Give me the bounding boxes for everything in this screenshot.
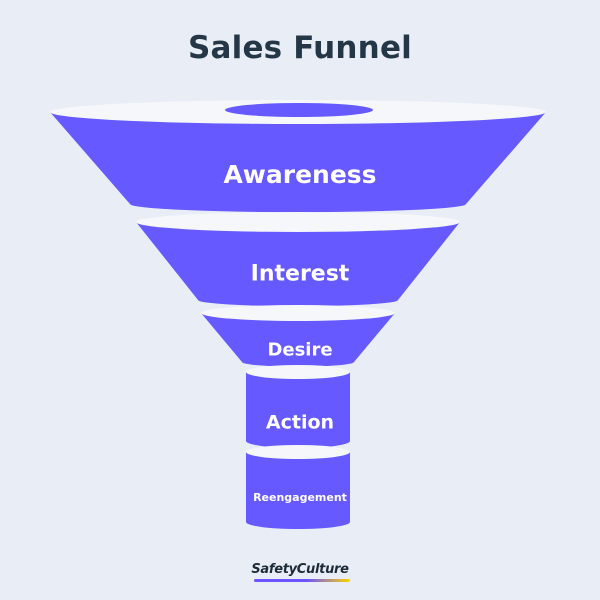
page-title: Sales Funnel [187,30,413,66]
funnel-labels: AwarenessInterestDesireActionReengagemen… [223,160,376,504]
funnel-stage-body [136,222,460,307]
funnel-stage-body [246,372,350,448]
funnel-stage-label: Action [266,412,334,434]
funnel-stage-body [201,313,395,367]
funnel-stage-rim [246,365,350,379]
safetyculture-logo: SafetyCulture [251,562,349,577]
funnel-stage-awareness [50,100,546,213]
funnel-stage-reengagement [246,445,350,529]
funnel-opening [225,103,373,117]
funnel-stage-label: Awareness [223,160,376,189]
funnel-stage-label: Reengagement [253,491,347,504]
funnel-stage-interest [136,212,460,307]
funnel-stage-rim [201,305,395,321]
funnel-stage-label: Interest [251,262,350,287]
funnel-stage-label: Desire [267,339,332,360]
funnel-stage-body [246,452,350,529]
funnel-stage-body [50,112,546,213]
funnel-stage-rim [136,212,460,232]
funnel-stage-action [246,365,350,448]
logo-underline [254,579,350,582]
funnel-stage-desire [201,305,395,367]
funnel-layers [50,100,546,529]
funnel-stage-rim [246,445,350,459]
